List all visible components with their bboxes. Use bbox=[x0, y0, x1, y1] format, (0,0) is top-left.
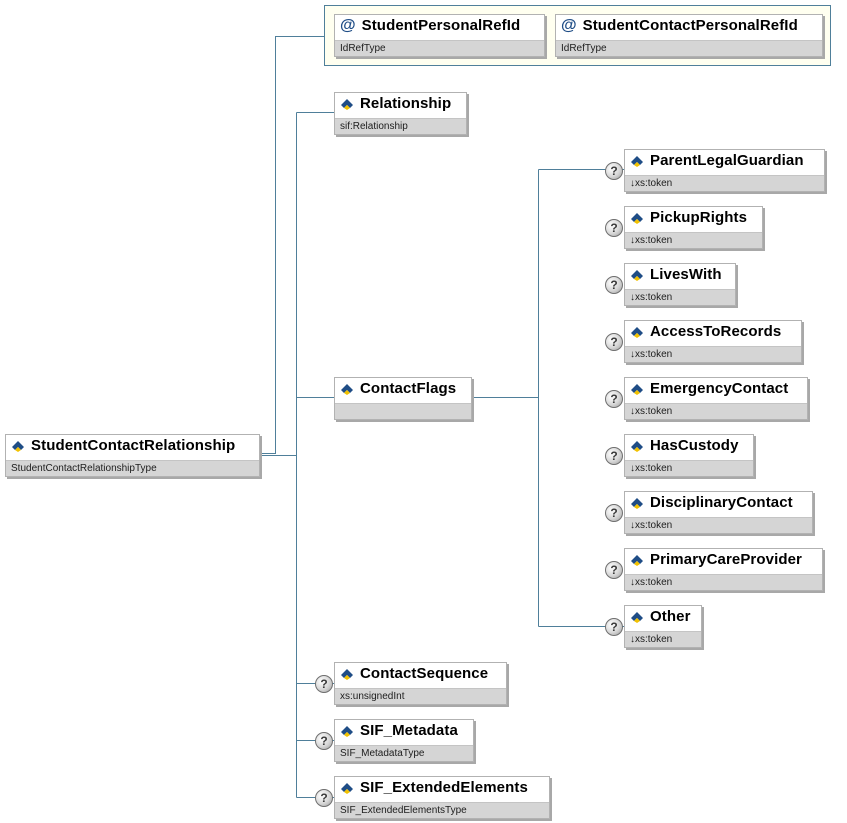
node-name: StudentContactPersonalRefId bbox=[582, 17, 798, 34]
node-type: StudentContactRelationshipType bbox=[6, 460, 259, 476]
optional-icon: ? bbox=[315, 788, 333, 807]
node-header: DisciplinaryContact bbox=[625, 492, 812, 513]
node-type: IdRefType bbox=[335, 40, 544, 56]
node-header: @ StudentContactPersonalRefId bbox=[556, 15, 822, 36]
element-icon bbox=[341, 668, 353, 680]
optional-icon: ? bbox=[605, 275, 623, 294]
node-name: EmergencyContact bbox=[650, 380, 789, 397]
node-header: EmergencyContact bbox=[625, 378, 807, 399]
element-icon bbox=[631, 611, 643, 623]
node-header: Relationship bbox=[335, 93, 466, 114]
node-type: ↓xs:token bbox=[625, 403, 807, 419]
optional-icon: ? bbox=[605, 332, 623, 351]
node-type: SIF_ExtendedElementsType bbox=[335, 802, 549, 818]
element-icon bbox=[631, 269, 643, 281]
node-contact-sequence[interactable]: ContactSequence xs:unsignedInt bbox=[334, 662, 507, 705]
node-type bbox=[335, 403, 471, 419]
element-icon bbox=[12, 440, 24, 452]
node-type: xs:unsignedInt bbox=[335, 688, 506, 704]
node-type: ↓xs:token bbox=[625, 517, 812, 533]
node-header: AccessToRecords bbox=[625, 321, 801, 342]
node-header: @ StudentPersonalRefId bbox=[335, 15, 544, 36]
node-name: DisciplinaryContact bbox=[650, 494, 793, 511]
optional-icon: ? bbox=[605, 161, 623, 180]
element-icon bbox=[631, 326, 643, 338]
element-icon bbox=[631, 440, 643, 452]
node-type: SIF_MetadataType bbox=[335, 745, 473, 761]
attribute-at-icon: @ bbox=[340, 16, 356, 34]
node-pickup-rights[interactable]: PickupRights ↓xs:token bbox=[624, 206, 763, 249]
optional-icon: ? bbox=[605, 560, 623, 579]
node-name: StudentContactRelationship bbox=[31, 437, 236, 454]
node-name: AccessToRecords bbox=[650, 323, 782, 340]
node-primary-care-provider[interactable]: PrimaryCareProvider ↓xs:token bbox=[624, 548, 823, 591]
node-has-custody[interactable]: HasCustody ↓xs:token bbox=[624, 434, 754, 477]
node-type: ↓xs:token bbox=[625, 346, 801, 362]
node-header: ContactFlags bbox=[335, 378, 471, 399]
node-name: PrimaryCareProvider bbox=[650, 551, 802, 568]
node-header: ContactSequence bbox=[335, 663, 506, 684]
node-header: SIF_ExtendedElements bbox=[335, 777, 549, 798]
optional-icon: ? bbox=[605, 617, 623, 636]
optional-icon: ? bbox=[605, 446, 623, 465]
optional-icon: ? bbox=[605, 503, 623, 522]
node-emergency-contact[interactable]: EmergencyContact ↓xs:token bbox=[624, 377, 808, 420]
node-name: SIF_Metadata bbox=[360, 722, 458, 739]
node-name: PickupRights bbox=[650, 209, 748, 226]
node-type: ↓xs:token bbox=[625, 232, 762, 248]
element-icon bbox=[631, 155, 643, 167]
node-parent-legal-guardian[interactable]: ParentLegalGuardian ↓xs:token bbox=[624, 149, 825, 192]
node-type: ↓xs:token bbox=[625, 175, 824, 191]
node-header: PickupRights bbox=[625, 207, 762, 228]
node-header: StudentContactRelationship bbox=[6, 435, 259, 456]
node-name: ParentLegalGuardian bbox=[650, 152, 804, 169]
node-access-to-records[interactable]: AccessToRecords ↓xs:token bbox=[624, 320, 802, 363]
node-relationship[interactable]: Relationship sif:Relationship bbox=[334, 92, 467, 135]
connector-root-to-attributes bbox=[260, 36, 324, 454]
attribute-at-icon: @ bbox=[561, 16, 577, 34]
node-type: ↓xs:token bbox=[625, 460, 753, 476]
node-header: PrimaryCareProvider bbox=[625, 549, 822, 570]
node-name: Relationship bbox=[360, 95, 452, 112]
node-name: ContactSequence bbox=[360, 665, 489, 682]
node-other[interactable]: Other ↓xs:token bbox=[624, 605, 702, 648]
node-lives-with[interactable]: LivesWith ↓xs:token bbox=[624, 263, 736, 306]
node-type: IdRefType bbox=[556, 40, 822, 56]
element-icon bbox=[631, 212, 643, 224]
node-header: HasCustody bbox=[625, 435, 753, 456]
element-icon bbox=[631, 554, 643, 566]
element-icon bbox=[341, 782, 353, 794]
element-icon bbox=[341, 98, 353, 110]
node-name: SIF_ExtendedElements bbox=[360, 779, 528, 796]
node-contact-flags[interactable]: ContactFlags bbox=[334, 377, 472, 420]
optional-icon: ? bbox=[315, 674, 333, 693]
node-header: LivesWith bbox=[625, 264, 735, 285]
node-disciplinary-contact[interactable]: DisciplinaryContact ↓xs:token bbox=[624, 491, 813, 534]
node-name: StudentPersonalRefId bbox=[361, 17, 521, 34]
element-icon bbox=[341, 725, 353, 737]
optional-icon: ? bbox=[315, 731, 333, 750]
node-header: ParentLegalGuardian bbox=[625, 150, 824, 171]
node-type: ↓xs:token bbox=[625, 289, 735, 305]
node-header: SIF_Metadata bbox=[335, 720, 473, 741]
optional-icon: ? bbox=[605, 389, 623, 408]
node-type: sif:Relationship bbox=[335, 118, 466, 134]
node-header: Other bbox=[625, 606, 701, 627]
element-icon bbox=[631, 383, 643, 395]
node-type: ↓xs:token bbox=[625, 574, 822, 590]
node-name: LivesWith bbox=[650, 266, 722, 283]
optional-icon: ? bbox=[605, 218, 623, 237]
node-type: ↓xs:token bbox=[625, 631, 701, 647]
node-name: HasCustody bbox=[650, 437, 739, 454]
element-icon bbox=[341, 383, 353, 395]
node-name: ContactFlags bbox=[360, 380, 457, 397]
node-name: Other bbox=[650, 608, 691, 625]
element-icon bbox=[631, 497, 643, 509]
